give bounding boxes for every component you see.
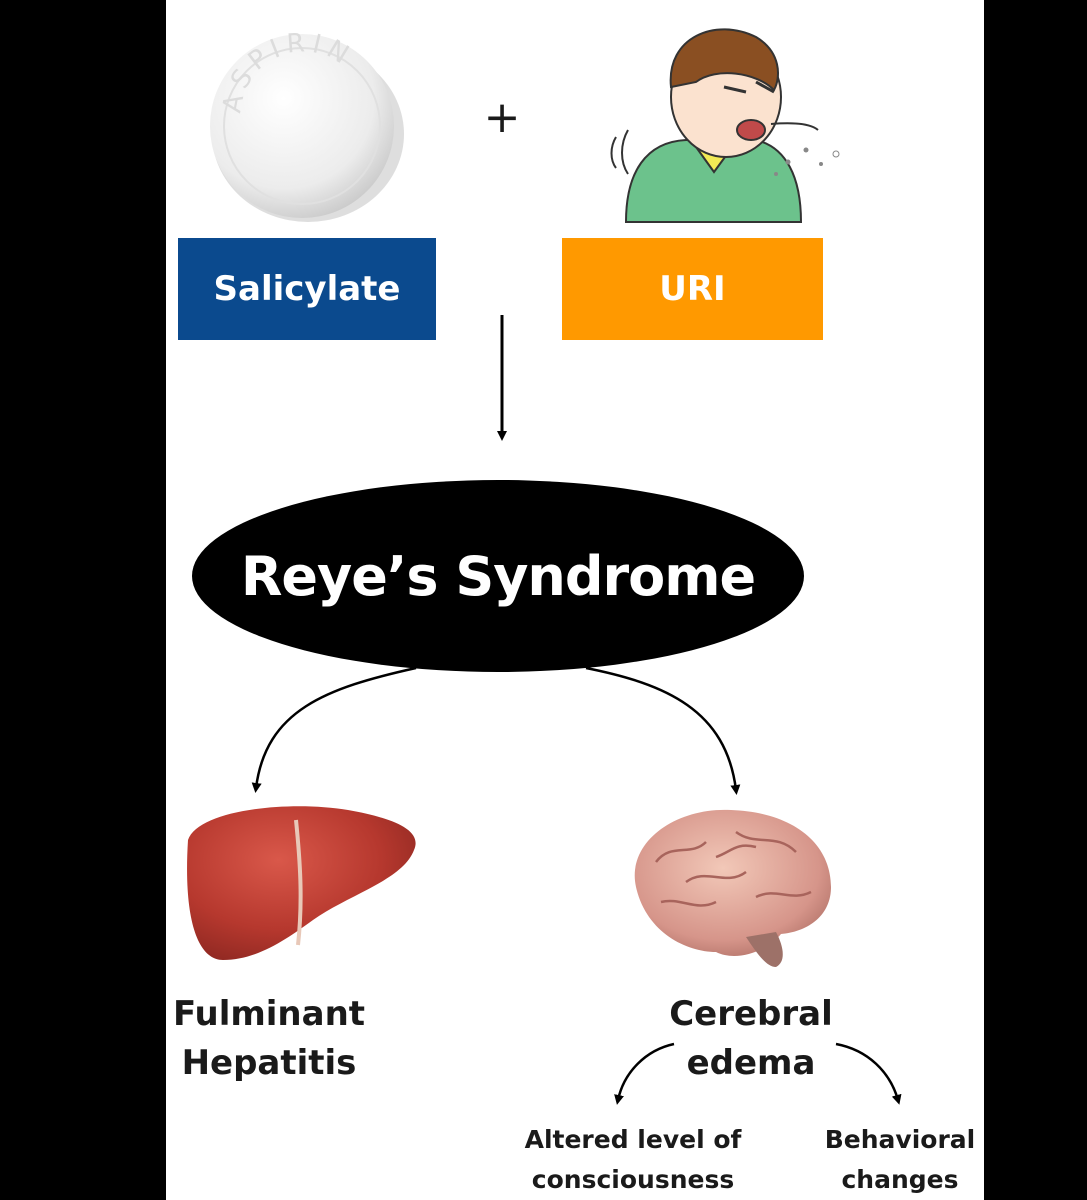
liver-icon <box>187 806 416 960</box>
salicylate-label: Salicylate <box>213 269 401 309</box>
brain-outcome-line2: edema <box>686 1043 816 1083</box>
uri-box: URI <box>562 238 823 340</box>
altered-line1: Altered level of <box>524 1125 742 1154</box>
arrow-to-brain <box>585 666 741 795</box>
liver-outcome-line1: Fulminant <box>172 994 366 1034</box>
liver-outcome-label: Fulminant Hepatitis <box>166 990 372 1088</box>
altered-line2: consciousness <box>531 1165 735 1194</box>
arrow-to-altered <box>614 1042 675 1105</box>
brain-icon <box>634 809 831 967</box>
salicylate-box: Salicylate <box>178 238 436 340</box>
connectors <box>251 315 902 1105</box>
behavioral-changes-label: Behavioral changes <box>818 1120 982 1200</box>
altered-consciousness-label: Altered level of consciousness <box>506 1120 760 1200</box>
sneezing-person-icon <box>610 28 840 223</box>
behavioral-line2: changes <box>841 1165 959 1194</box>
reyes-syndrome-label: Reye’s Syndrome <box>240 544 756 608</box>
behavioral-line1: Behavioral <box>824 1125 976 1154</box>
brain-outcome-label: Cerebral edema <box>646 990 856 1088</box>
arrow-to-liver <box>251 666 417 793</box>
liver-outcome-line2: Hepatitis <box>181 1043 357 1083</box>
diagram-canvas: ASPIRIN + Salicylate URI Reye’s Syndrome <box>166 0 984 1200</box>
plus-sign: + <box>483 92 521 143</box>
uri-label: URI <box>659 269 726 309</box>
arrow-to-behavioral <box>835 1042 902 1105</box>
aspirin-pill-icon: ASPIRIN <box>210 28 404 222</box>
reyes-syndrome-node: Reye’s Syndrome <box>192 480 804 672</box>
brain-outcome-line1: Cerebral <box>669 994 833 1034</box>
